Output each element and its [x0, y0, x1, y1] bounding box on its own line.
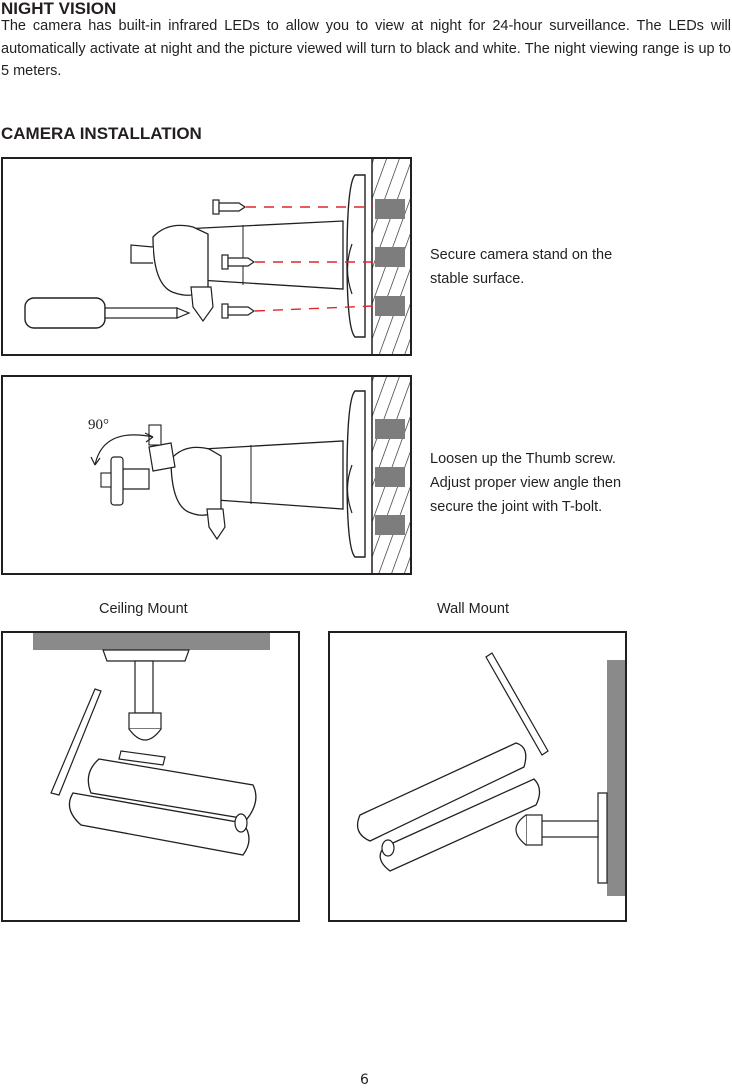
ceiling-mount-figure [1, 631, 300, 922]
night-vision-paragraph: The camera has built-in infrared LEDs to… [1, 18, 731, 79]
guide-lines [246, 206, 374, 312]
step1-caption: Secure camera stand on the stable surfac… [430, 247, 613, 287]
thumb-screw-adjust-illustration [90, 377, 410, 573]
page-number: 6 [360, 1072, 369, 1088]
step2-caption: Loosen up the Thumb screw. Adjust proper… [430, 451, 622, 515]
screw-icon [212, 199, 256, 319]
wall-stand-screws-illustration [24, 159, 410, 354]
night-vision-heading: NIGHT VISION [1, 0, 117, 18]
camera-installation-heading: CAMERA INSTALLATION [1, 124, 202, 143]
wall-mount-label: Wall Mount [437, 601, 509, 617]
step1-figure [1, 157, 412, 356]
ceiling-mount-label: Ceiling Mount [99, 601, 188, 617]
angle-label: 90° [88, 417, 109, 433]
ceiling-bar [33, 633, 270, 650]
wall-mount-illustration [356, 652, 625, 896]
wall-bar [607, 660, 625, 896]
step2-figure: 90° [1, 375, 412, 575]
ceiling-mount-illustration [33, 633, 270, 856]
wall-mount-figure [328, 631, 627, 922]
